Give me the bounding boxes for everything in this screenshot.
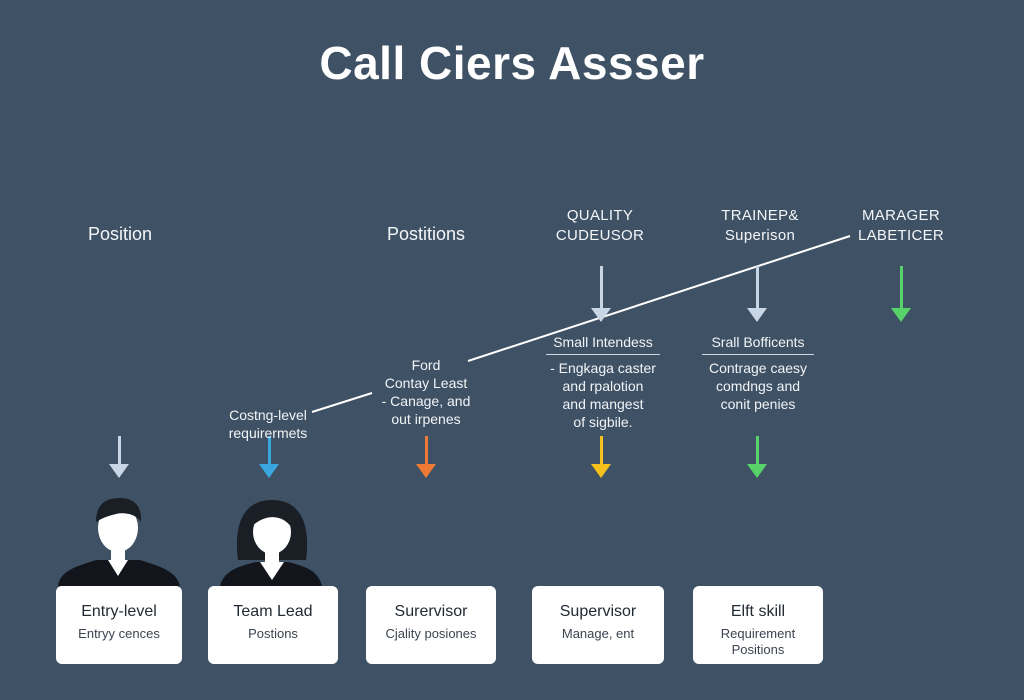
note-small-intendess-line4: of sigbile.	[573, 414, 633, 430]
position-box-surervisor[interactable]: Surervisor Cjality posiones	[366, 586, 496, 664]
column-head-quality-line2: CUDEUSOR	[555, 227, 645, 244]
position-box-title: Surervisor	[394, 603, 468, 620]
note-small-intendess: Small Intendess - Engkaga caster and rpa…	[546, 333, 660, 431]
position-box-title: Entry-level	[81, 603, 157, 620]
note-ford-line1: Ford	[411, 357, 441, 373]
divider	[702, 354, 814, 355]
position-box-team-lead[interactable]: Team Lead Postions	[208, 586, 338, 664]
note-small-intendess-line3: and mangest	[562, 396, 644, 412]
column-head-quality: QUALITY CUDEUSOR	[530, 206, 670, 246]
note-costing-line2: requirermets	[228, 425, 308, 441]
note-small-bofficents-line1: Contrage caesy	[708, 360, 808, 376]
note-ford: Ford Contay Least - Canage, and out irpe…	[366, 356, 486, 428]
column-head-position: Position	[87, 224, 153, 244]
note-small-bofficents: Srall Bofficents Contrage caesy comdngs …	[702, 333, 814, 413]
column-head-trainer-line2: Superison	[724, 227, 796, 244]
position-box-subtitle: Manage, ent	[561, 626, 635, 641]
note-costing-line1: Costng-level	[229, 407, 307, 423]
position-box-subtitle: Postions	[248, 626, 298, 641]
note-ford-line3: - Canage, and	[381, 393, 471, 409]
column-head-positions: Postitions	[386, 224, 466, 244]
divider	[546, 354, 660, 355]
column-head-trainer: TRAINEP& Superison	[690, 206, 830, 246]
position-box-title: Team Lead	[233, 603, 313, 620]
note-small-intendess-heading: Small Intendess	[553, 334, 653, 350]
column-head-quality-line1: QUALITY	[566, 207, 634, 224]
progression-line	[467, 235, 851, 362]
position-box-entry-level[interactable]: Entry-level Entryy cences	[56, 586, 182, 664]
male-avatar-icon	[58, 498, 180, 586]
diagram-title: Call Ciers Assser	[319, 37, 705, 89]
note-ford-line4: out irpenes	[391, 411, 461, 427]
position-box-title: Supervisor	[559, 603, 637, 620]
note-costing: Costng-level requirermets	[206, 406, 330, 442]
note-ford-line2: Contay Least	[384, 375, 468, 391]
position-box-subtitle: Requirement Positions	[720, 626, 796, 657]
progression-line	[311, 392, 373, 413]
column-head-manager-line1: MARAGER	[862, 207, 940, 224]
position-box-elft-skill[interactable]: Elft skill Requirement Positions	[693, 586, 823, 664]
note-small-bofficents-line3: conit penies	[720, 396, 796, 412]
column-head-trainer-line1: TRAINEP&	[721, 207, 799, 224]
note-small-bofficents-line2: comdngs and	[715, 378, 801, 394]
position-box-supervisor[interactable]: Supervisor Manage, ent	[532, 586, 664, 664]
column-head-manager-line2: LABETICER	[857, 227, 945, 244]
position-box-subtitle: Cjality posiones	[385, 626, 477, 641]
note-small-intendess-line1: - Engkaga caster	[550, 360, 656, 376]
note-small-bofficents-heading: Srall Bofficents	[711, 334, 805, 350]
position-box-title: Elft skill	[730, 603, 786, 620]
column-head-manager: MARAGER LABETICER	[836, 206, 966, 246]
note-small-intendess-line2: and rpalotion	[562, 378, 644, 394]
female-avatar-icon	[220, 500, 322, 586]
position-box-subtitle: Entryy cences	[78, 626, 160, 641]
